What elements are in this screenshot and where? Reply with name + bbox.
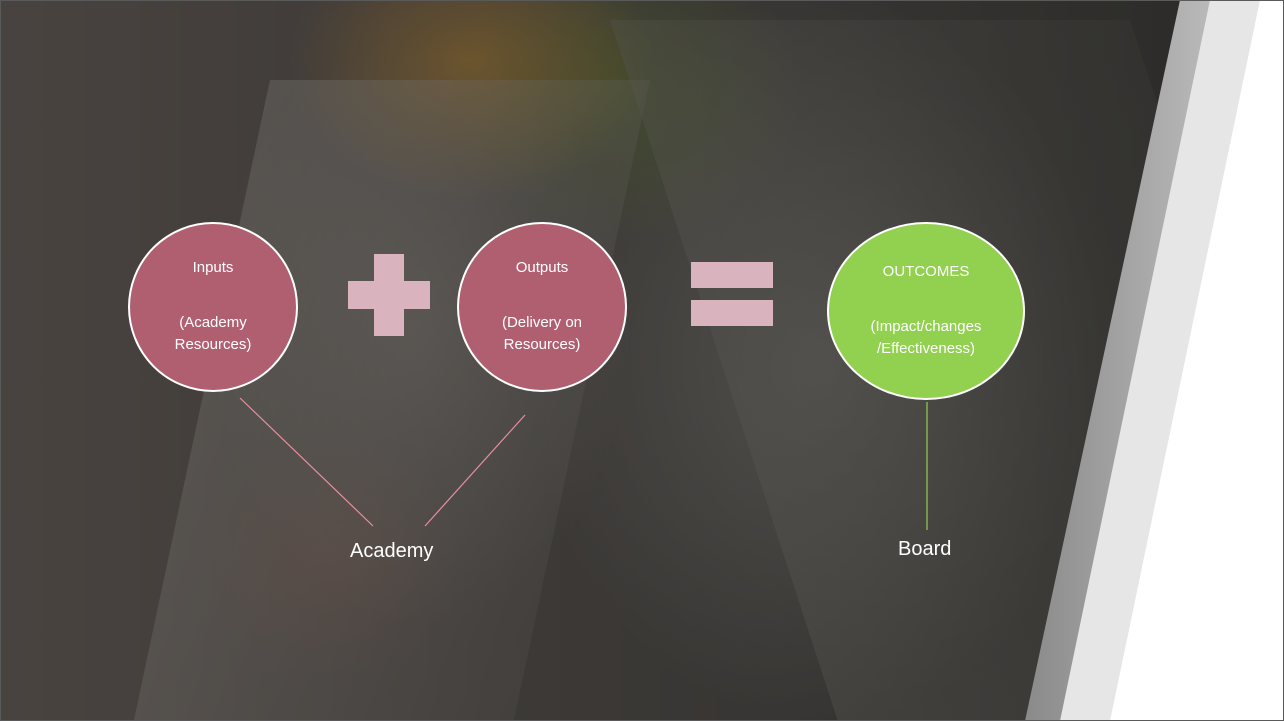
board-label: Board <box>898 538 952 560</box>
equals-icon <box>691 300 773 326</box>
outcomes-title: OUTCOMES <box>882 262 970 280</box>
inputs-title: Inputs <box>192 258 234 276</box>
outcomes-description: (Impact/changes /Effectiveness) <box>871 316 982 360</box>
outputs-desc-line: (Delivery on <box>501 313 583 331</box>
plus-icon <box>348 281 430 309</box>
inputs-desc-line: (Academy <box>179 313 247 331</box>
equals-icon <box>691 262 773 288</box>
inputs-desc-line: Resources) <box>174 335 252 353</box>
outcomes-desc-line: (Impact/changes <box>870 317 982 335</box>
outputs-circle: Outputs (Delivery on Resources) <box>457 222 627 392</box>
inputs-description: (Academy Resources) <box>175 312 252 356</box>
academy-label: Academy <box>350 540 434 562</box>
outputs-description: (Delivery on Resources) <box>502 312 582 356</box>
outputs-title: Outputs <box>515 258 569 276</box>
outcomes-desc-line: /Effectiveness) <box>876 339 976 357</box>
inputs-circle: Inputs (Academy Resources) <box>128 222 298 392</box>
outputs-desc-line: Resources) <box>503 335 581 353</box>
outcomes-circle: OUTCOMES (Impact/changes /Effectiveness) <box>827 222 1025 400</box>
